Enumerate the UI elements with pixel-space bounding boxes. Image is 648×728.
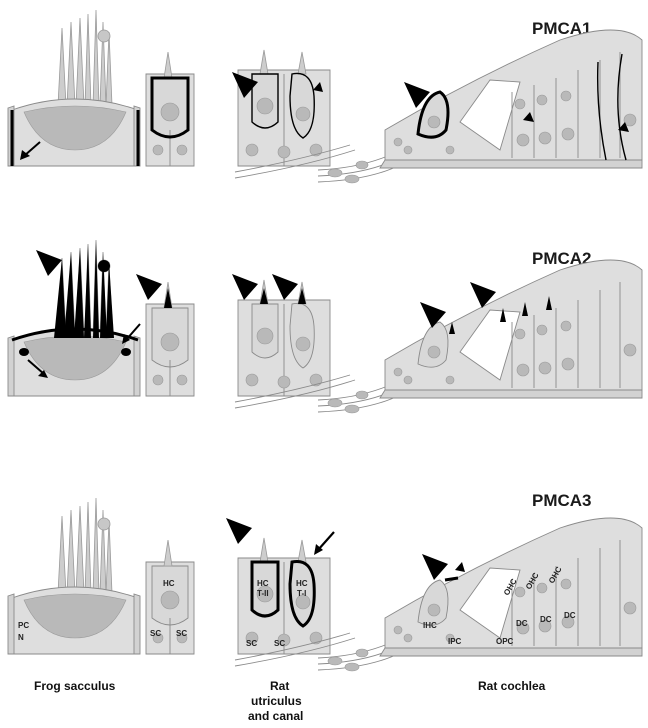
arrow-icon — [314, 532, 334, 555]
arrow-icon — [455, 562, 465, 572]
label-sc: SC — [274, 639, 285, 648]
caption-rat-utriculus: and canal — [248, 709, 303, 723]
label-sc: SC — [150, 629, 161, 638]
label-opc: OPC — [496, 637, 514, 646]
label-dc: DC — [540, 615, 552, 624]
frog-hair-cell — [8, 498, 140, 654]
frog-hair-cell — [8, 10, 140, 166]
label-hc-t1: T-I — [297, 589, 306, 598]
arrowhead-icon — [272, 274, 298, 300]
caption-rat-utriculus: Rat — [270, 679, 289, 693]
caption-frog-sacculus: Frog sacculus — [34, 679, 116, 693]
row-title: PMCA3 — [532, 491, 592, 510]
arrowhead-icon — [36, 250, 62, 276]
label-hc-t1: HC — [296, 579, 308, 588]
arrowhead-icon — [232, 274, 258, 300]
label-highlight — [19, 348, 29, 356]
label-highlight — [121, 348, 131, 356]
row-pmca3: PMCA3 PC N HC SC SC HC T-II HC T-I SC SC… — [8, 491, 642, 671]
label-pc: PC — [18, 621, 29, 630]
arrowhead-icon — [422, 554, 448, 580]
label-hc: HC — [163, 579, 175, 588]
caption-rat-cochlea: Rat cochlea — [478, 679, 546, 693]
arrowhead-icon — [226, 518, 252, 544]
label-ipc: IPC — [448, 637, 462, 646]
label-sc: SC — [246, 639, 257, 648]
label-hc-t2: HC — [257, 579, 269, 588]
label-ihc: IHC — [423, 621, 437, 630]
label-hc-t2: T-II — [257, 589, 269, 598]
label-sc: SC — [176, 629, 187, 638]
panel-captions: Frog sacculus Rat utriculus and canal Ra… — [34, 679, 546, 723]
label-highlight — [445, 578, 458, 580]
caption-rat-utriculus: utriculus — [251, 694, 302, 708]
label-n: N — [18, 633, 24, 642]
label-dc: DC — [564, 611, 576, 620]
label-dc: DC — [516, 619, 528, 628]
row-pmca1: PMCA1 — [8, 10, 642, 183]
cochlea-panel — [380, 260, 642, 398]
arrowhead-icon — [136, 274, 162, 300]
row-pmca2: PMCA2 — [8, 240, 642, 413]
bundle-highlight — [54, 240, 114, 338]
